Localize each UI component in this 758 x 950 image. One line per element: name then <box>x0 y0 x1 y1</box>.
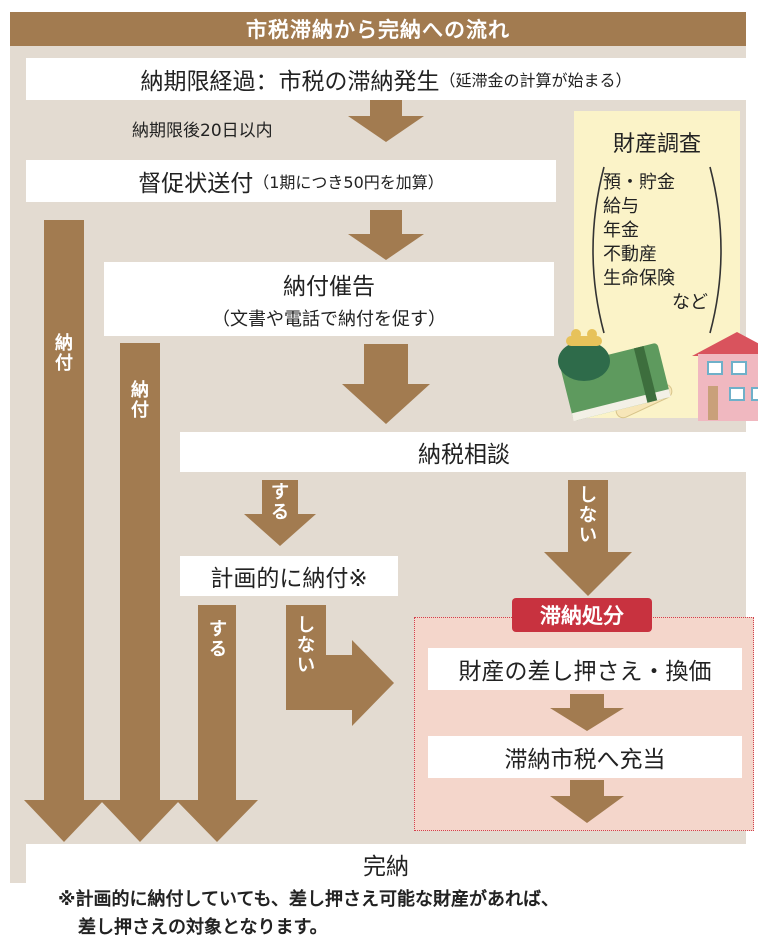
step-reminder-main: 督促状送付 <box>138 171 254 197</box>
step-complete: 完納 <box>26 844 746 884</box>
arrow-step-2 <box>348 210 424 260</box>
arrow-label-consult-no: しない <box>579 485 597 546</box>
arrow-consult-yes <box>244 480 316 546</box>
assets-illustration-icon <box>558 329 673 422</box>
step-consultation-label: 納税相談 <box>418 442 510 468</box>
footnote-line-1: ※計画的に納付していても、差し押さえ可能な財産があれば、 <box>58 889 559 910</box>
step-overdue-main: 納期限経過：市税の滞納発生 <box>140 69 440 95</box>
step-seizure: 財産の差し押さえ・換価 <box>428 648 742 690</box>
arrow-consult-no <box>544 480 632 596</box>
house-icon <box>692 332 758 421</box>
arrow-label-pay-1: 納付 <box>55 333 73 374</box>
arrow-planned-yes <box>176 605 258 842</box>
step-planned-payment-label: 計画的に納付※ <box>210 566 368 592</box>
property-item: 生命保険 <box>603 268 675 289</box>
property-item: 不動産 <box>603 244 657 265</box>
step-demand: 納付催告 （文書や電話で納付を促す） <box>104 262 554 336</box>
arrow-label-planned-no: しない <box>297 615 315 676</box>
arrow-planned-no <box>286 605 394 726</box>
arrow-step-3 <box>342 344 430 424</box>
arrow-label-planned-yes: する <box>209 619 227 660</box>
arrow-label-consult-yes: する <box>271 482 289 523</box>
step-seizure-label: 財産の差し押さえ・換価 <box>458 659 712 685</box>
step-complete-label: 完納 <box>363 854 409 880</box>
property-survey-title: 財産調査 <box>612 132 701 157</box>
footnote: ※計画的に納付していても、差し押さえ可能な財産があれば、 差し押さえの対象となり… <box>58 886 559 942</box>
arrow-pay-long <box>24 220 104 842</box>
property-survey-panel: 財産調査 預・貯金 給与 年金 不動産 生命保険 など <box>558 111 758 422</box>
step-demand-sub: （文書や電話で納付を促す） <box>212 309 446 330</box>
step-overdue: 納期限経過：市税の滞納発生（延滞金の計算が始まる） <box>26 58 746 100</box>
arrow-label-pay-2: 納付 <box>131 380 149 421</box>
step-apply-label: 滞納市税へ充当 <box>504 747 666 773</box>
arrow-seizure-2 <box>550 780 624 823</box>
step-consultation: 納税相談 <box>180 432 748 472</box>
step-reminder: 督促状送付（1期につき50円を加算） <box>26 160 556 202</box>
disposition-tag: 滞納処分 <box>512 598 652 632</box>
property-item: 給与 <box>603 196 639 217</box>
step-reminder-sub: （1期につき50円を加算） <box>253 173 444 192</box>
bracket-icon <box>592 166 722 334</box>
step-demand-main: 納付催告 <box>283 274 375 300</box>
step-apply: 滞納市税へ充当 <box>428 736 742 778</box>
arrow-step-1 <box>348 94 424 142</box>
arrow-pay-mid <box>100 343 180 842</box>
property-item: 預・貯金 <box>603 172 675 193</box>
within-20-days-label: 納期限後20日以内 <box>132 121 273 141</box>
step-planned-payment: 計画的に納付※ <box>180 556 398 596</box>
property-item: 年金 <box>603 220 639 241</box>
footnote-line-2: 差し押さえの対象となります。 <box>78 917 328 938</box>
arrow-seizure-1 <box>550 694 624 731</box>
step-overdue-sub: （延滞金の計算が始まる） <box>439 71 632 90</box>
diagram-title: 市税滞納から完納への流れ <box>10 12 746 46</box>
property-item-etc: など <box>672 292 708 313</box>
